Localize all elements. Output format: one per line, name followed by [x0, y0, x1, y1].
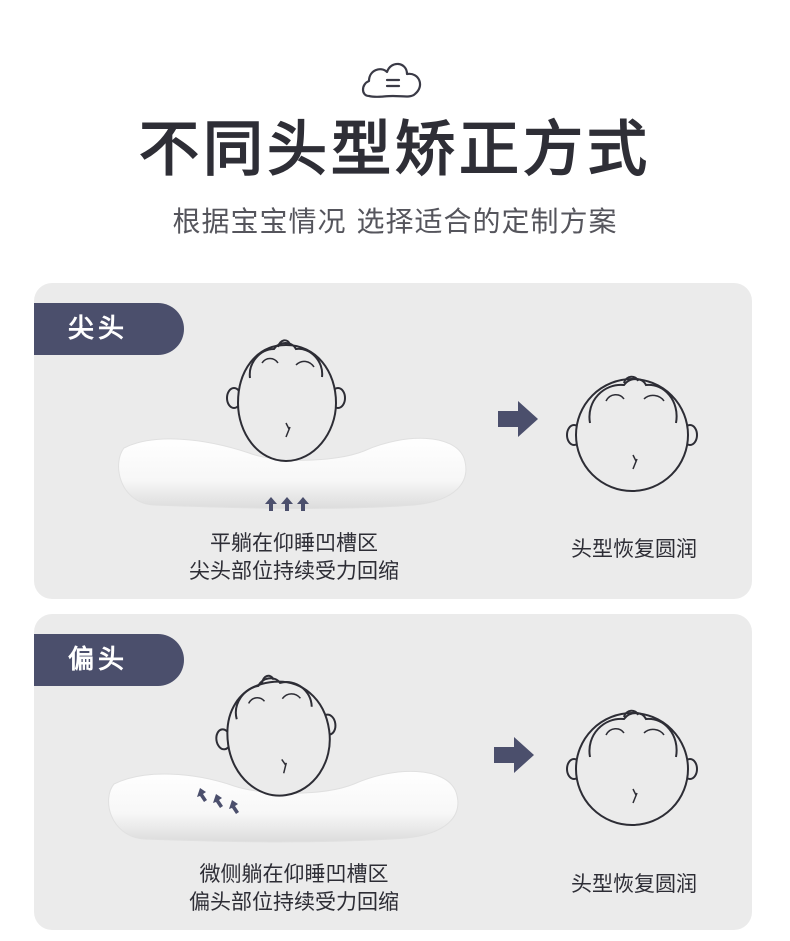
caption-line: 偏头部位持续受力回缩 — [189, 890, 399, 914]
card-pointed-head: 尖头 平躺在仰睡凹槽区 尖头部位持续受力回缩 头型恢复圆润 — [34, 283, 752, 599]
pillow-cloud-icon — [361, 62, 422, 98]
caption-line: 微侧躺在仰睡凹槽区 — [199, 862, 389, 886]
pointed-head-illustration — [118, 339, 698, 511]
pillow-shape — [108, 770, 459, 843]
pillow-shape — [118, 437, 467, 509]
result-label: 头型恢复圆润 — [571, 537, 697, 561]
arrow-right-icon — [498, 401, 538, 437]
result-label: 头型恢复圆润 — [571, 872, 697, 896]
baby-head-after — [566, 709, 698, 826]
baby-head-before — [226, 339, 346, 463]
page-title: 不同头型矫正方式 — [139, 115, 651, 185]
caption-line: 尖头部位持续受力回缩 — [189, 559, 399, 583]
arrow-right-icon — [494, 737, 534, 773]
pressure-arrows-icon — [197, 788, 239, 814]
page-subtitle: 根据宝宝情况 选择适合的定制方案 — [172, 205, 618, 238]
caption-pointed-head: 平躺在仰睡凹槽区 尖头部位持续受力回缩 — [144, 529, 444, 585]
tag-pointed-head: 尖头 — [34, 303, 184, 355]
baby-head-after — [566, 375, 698, 492]
baby-head-before — [215, 674, 337, 797]
flat-side-head-illustration — [108, 674, 698, 843]
caption-flat-side-head: 微侧躺在仰睡凹槽区 偏头部位持续受力回缩 — [144, 860, 444, 916]
tag-flat-side-head: 偏头 — [34, 634, 184, 686]
pressure-arrows-icon — [265, 497, 309, 511]
card-flat-side-head: 偏头 微侧躺在仰睡凹槽区 偏头部位持续受力回缩 头型恢复圆润 — [34, 614, 752, 930]
caption-line: 平躺在仰睡凹槽区 — [210, 531, 378, 555]
